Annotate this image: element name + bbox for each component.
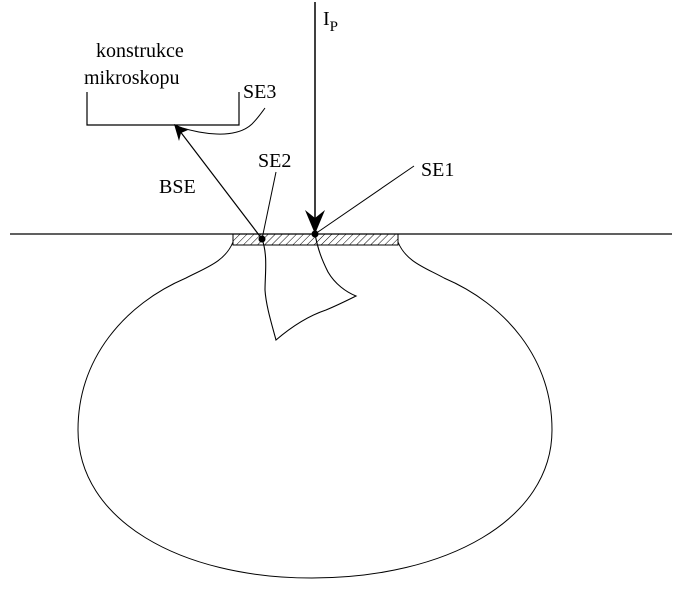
primary-beam-arrowhead <box>305 210 325 234</box>
label-microscope-line1: konstrukce <box>96 40 184 62</box>
bse-trajectory <box>175 125 263 240</box>
se1-emission-point <box>311 230 319 238</box>
label-se1: SE1 <box>421 159 455 181</box>
label-microscope-line2: mikroskopu <box>84 67 180 89</box>
label-se2: SE2 <box>258 150 292 172</box>
label-beam-main: I <box>323 8 330 30</box>
interaction-volume <box>77 241 553 579</box>
label-beam-subscript: P <box>329 19 339 35</box>
electron-path-inside-sample <box>261 233 358 341</box>
label-primary-beam: IP <box>323 8 338 35</box>
se2-emission-point <box>258 235 266 243</box>
label-bse: BSE <box>159 176 196 198</box>
bse-arrowhead <box>174 124 188 141</box>
se3-pointer-curve <box>175 107 266 135</box>
microscope-construction-bracket <box>86 92 240 126</box>
label-se3: SE3 <box>243 81 277 103</box>
se1-pointer <box>314 165 415 235</box>
se2-pointer <box>261 171 277 240</box>
